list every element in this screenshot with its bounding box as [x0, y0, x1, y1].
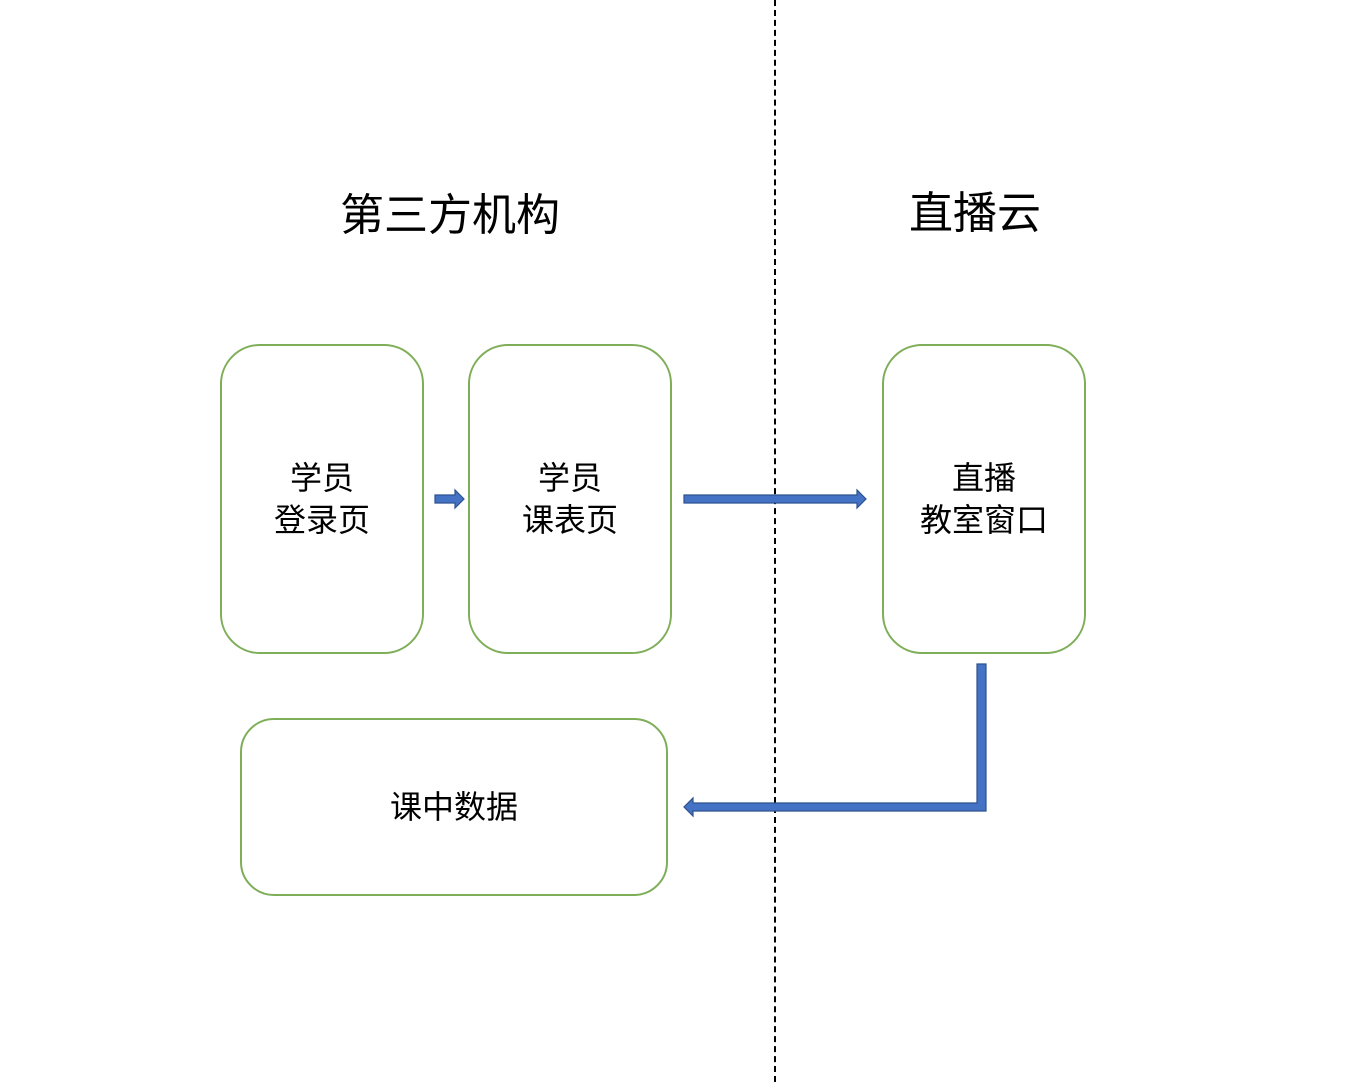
region-title-live-cloud: 直播云: [909, 188, 1041, 239]
node-class-data: 课中数据: [240, 718, 668, 896]
node-live-classroom-line2: 教室窗口: [919, 501, 1048, 539]
node-student-login-line1: 学员: [289, 459, 354, 497]
arrow-classroom-to-class-data: [683, 663, 987, 818]
node-class-data-label: 课中数据: [389, 788, 518, 826]
node-student-schedule-line2: 课表页: [521, 501, 618, 539]
region-title-third-party: 第三方机构: [340, 190, 560, 241]
node-student-schedule-line1: 学员: [537, 459, 602, 497]
node-student-login-page: 学员 登录页: [220, 344, 424, 654]
node-live-classroom-window: 直播 教室窗口: [882, 344, 1086, 654]
region-divider: [774, 0, 776, 1082]
node-live-classroom-line1: 直播: [951, 459, 1016, 497]
arrow-login-to-schedule: [434, 488, 465, 510]
node-student-login-line2: 登录页: [273, 501, 370, 539]
node-student-schedule-page: 学员 课表页: [468, 344, 672, 654]
